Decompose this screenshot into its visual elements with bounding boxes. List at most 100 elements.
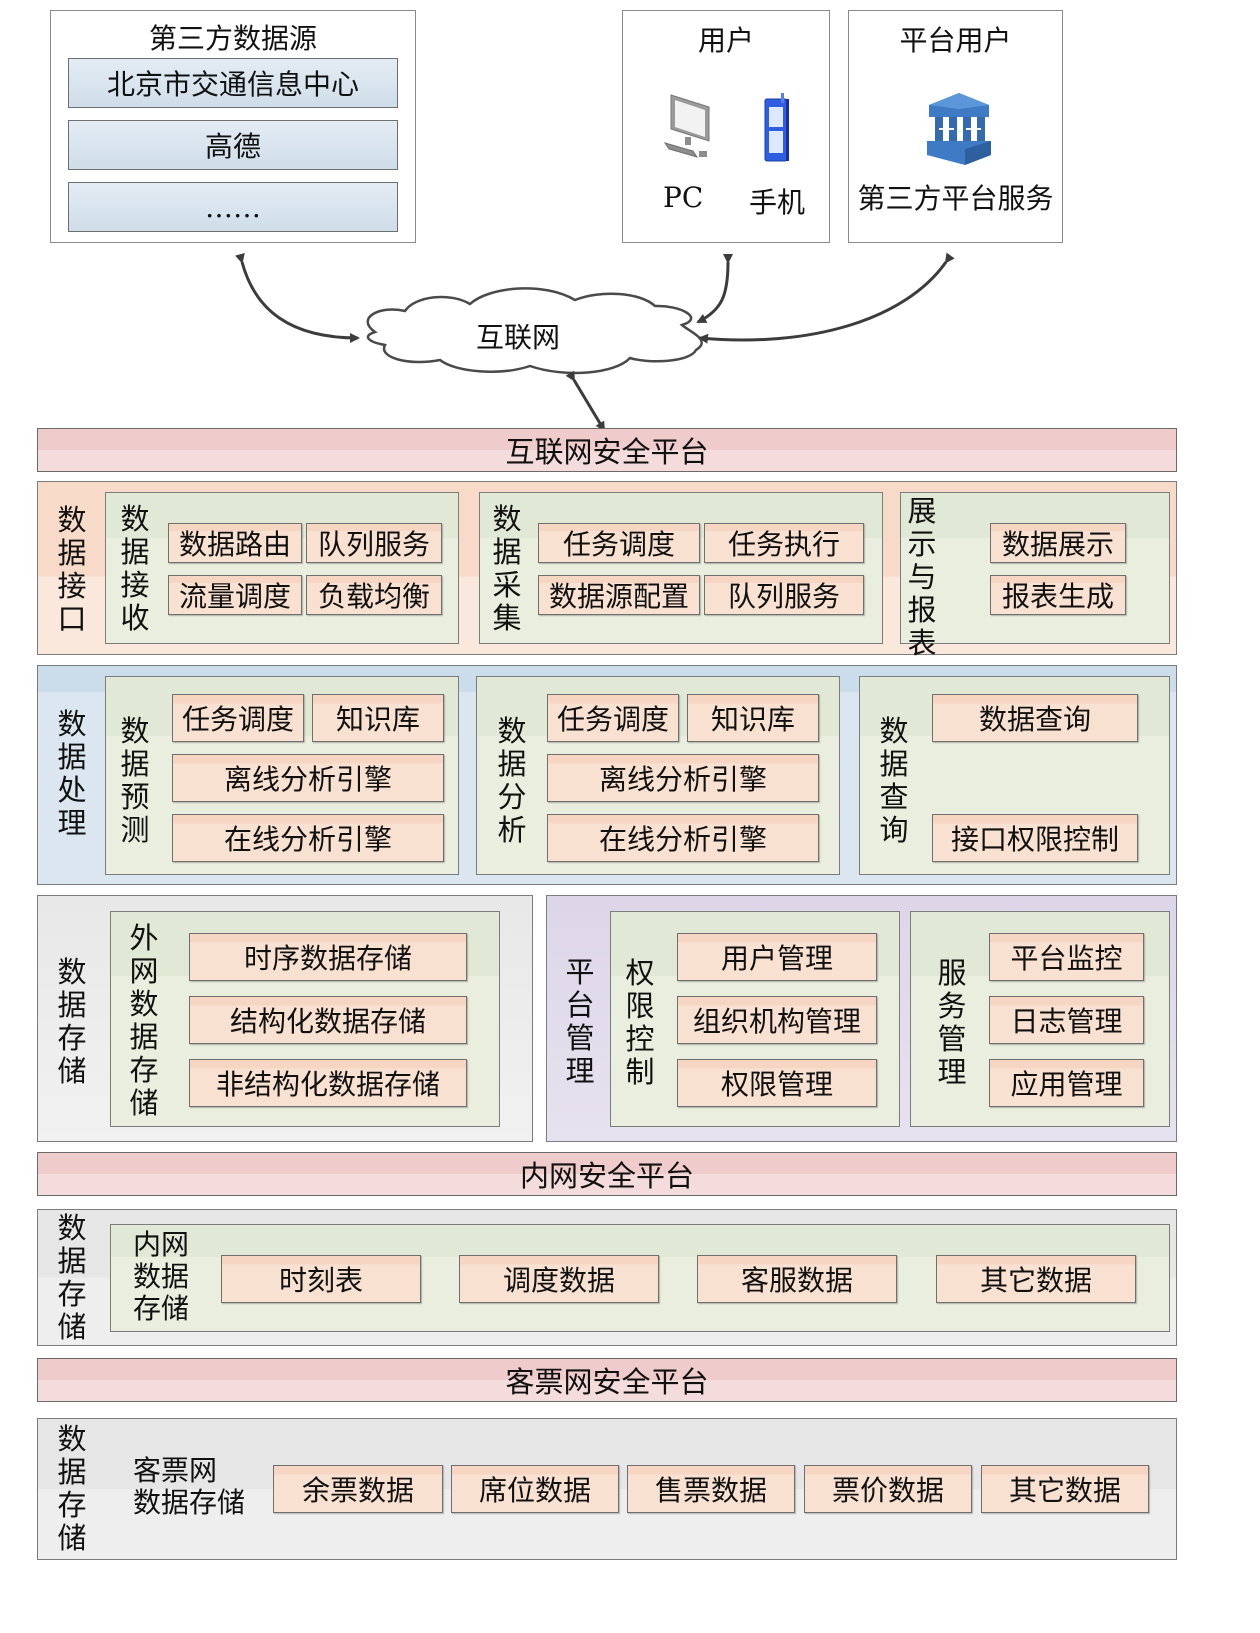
service-management-label: 服务管理 bbox=[937, 956, 967, 1089]
users-group: 用户 PC 手机 bbox=[622, 10, 830, 243]
data-receive-panel: 数据接收 数据路由 队列服务 流量调度 负载均衡 bbox=[105, 492, 459, 644]
internet-security-platform-label: 互联网安全平台 bbox=[505, 435, 709, 469]
module-ticket-sales-data[interactable]: 售票数据 bbox=[627, 1465, 795, 1513]
third-party-sources-title: 第三方数据源 bbox=[148, 22, 317, 55]
cloud-shape bbox=[366, 287, 703, 375]
source-item-beijing-traffic[interactable]: 北京市交通信息中心 bbox=[68, 58, 398, 108]
external-network-storage-label: 外网数据存储 bbox=[129, 921, 159, 1120]
data-receive-label: 数据接收 bbox=[120, 502, 150, 635]
module-queue-service-2[interactable]: 队列服务 bbox=[704, 575, 864, 615]
module-datasource-config[interactable]: 数据源配置 bbox=[538, 575, 700, 615]
module-unstructured-storage[interactable]: 非结构化数据存储 bbox=[189, 1059, 467, 1107]
module-seat-data[interactable]: 席位数据 bbox=[451, 1465, 619, 1513]
module-fare-data[interactable]: 票价数据 bbox=[804, 1465, 972, 1513]
external-data-storage-layer: 数据存储 外网数据存储 时序数据存储 结构化数据存储 非结构化数据存储 bbox=[37, 895, 533, 1142]
intranet-data-storage-layer: 数据存储 内网 数据 存储 时刻表 调度数据 客服数据 其它数据 bbox=[37, 1209, 1177, 1346]
module-data-display[interactable]: 数据展示 bbox=[990, 523, 1126, 563]
device-label-mobile: 手机 bbox=[749, 186, 806, 219]
internet-cloud-label: 互联网 bbox=[476, 321, 561, 354]
data-collect-panel: 数据采集 任务调度 任务执行 数据源配置 队列服务 bbox=[479, 492, 883, 644]
external-data-storage-label: 数据存储 bbox=[57, 955, 87, 1088]
access-control-panel: 权限控制 用户管理 组织机构管理 权限管理 bbox=[610, 911, 900, 1127]
module-user-management[interactable]: 用户管理 bbox=[677, 933, 877, 981]
module-task-scheduling-predict[interactable]: 任务调度 bbox=[172, 694, 304, 742]
intranet-storage-panel: 内网 数据 存储 时刻表 调度数据 客服数据 其它数据 bbox=[110, 1224, 1170, 1332]
ticket-security-platform-label: 客票网安全平台 bbox=[505, 1365, 709, 1399]
data-query-panel: 数据查询 数据查询 接口权限控制 bbox=[859, 676, 1170, 875]
module-timetable[interactable]: 时刻表 bbox=[221, 1255, 421, 1303]
intranet-security-platform-band: 内网安全平台 bbox=[37, 1152, 1177, 1196]
module-traffic-scheduling[interactable]: 流量调度 bbox=[168, 575, 302, 615]
display-report-panel: 展示与报表 数据展示 报表生成 bbox=[900, 492, 1170, 660]
mobile-phone-icon bbox=[761, 93, 791, 163]
module-task-execution[interactable]: 任务执行 bbox=[704, 523, 864, 563]
module-org-management[interactable]: 组织机构管理 bbox=[677, 996, 877, 1044]
module-load-balancing[interactable]: 负载均衡 bbox=[306, 575, 442, 615]
intranet-data-storage-label: 数据存储 bbox=[57, 1211, 87, 1344]
module-online-engine-predict[interactable]: 在线分析引擎 bbox=[172, 814, 444, 862]
ticket-storage-panel-label: 客票网 数据存储 bbox=[133, 1454, 246, 1519]
access-control-label: 权限控制 bbox=[625, 956, 655, 1089]
module-offline-engine-predict[interactable]: 离线分析引擎 bbox=[172, 754, 444, 802]
module-dispatch-data[interactable]: 调度数据 bbox=[459, 1255, 659, 1303]
platform-management-label: 平台管理 bbox=[565, 955, 595, 1088]
device-label-pc: PC bbox=[663, 181, 704, 214]
intranet-storage-panel-label: 内网 数据 存储 bbox=[133, 1228, 190, 1325]
internet-cloud[interactable] bbox=[366, 287, 703, 375]
module-data-routing[interactable]: 数据路由 bbox=[168, 523, 302, 563]
module-report-generation[interactable]: 报表生成 bbox=[990, 575, 1126, 615]
module-timeseries-storage[interactable]: 时序数据存储 bbox=[189, 933, 467, 981]
module-log-management[interactable]: 日志管理 bbox=[989, 996, 1144, 1044]
source-item-more[interactable]: …… bbox=[68, 182, 398, 232]
module-app-management[interactable]: 应用管理 bbox=[989, 1059, 1144, 1107]
module-data-query[interactable]: 数据查询 bbox=[932, 694, 1138, 742]
module-queue-service[interactable]: 队列服务 bbox=[306, 523, 442, 563]
module-other-data-intranet[interactable]: 其它数据 bbox=[936, 1255, 1136, 1303]
data-interface-label: 数据接口 bbox=[57, 503, 87, 636]
source-item-amap[interactable]: 高德 bbox=[68, 120, 398, 170]
arrow-sources-to-cloud bbox=[235, 252, 360, 343]
module-structured-storage[interactable]: 结构化数据存储 bbox=[189, 996, 467, 1044]
module-knowledge-base-predict[interactable]: 知识库 bbox=[312, 694, 444, 742]
module-knowledge-base-analysis[interactable]: 知识库 bbox=[687, 694, 819, 742]
module-other-data-ticket[interactable]: 其它数据 bbox=[981, 1465, 1149, 1513]
module-interface-access-control[interactable]: 接口权限控制 bbox=[932, 814, 1138, 862]
display-report-label: 展示与报表 bbox=[907, 494, 937, 660]
data-processing-layer: 数据处理 数据预测 任务调度 知识库 离线分析引擎 在线分析引擎 数据分析 任务… bbox=[37, 665, 1177, 885]
data-query-label: 数据查询 bbox=[879, 714, 909, 847]
module-platform-monitoring[interactable]: 平台监控 bbox=[989, 933, 1144, 981]
arrow-platform-users-to-cloud bbox=[698, 252, 955, 344]
platform-management-layer: 平台管理 权限控制 用户管理 组织机构管理 权限管理 服务管理 平台监控 日志管… bbox=[546, 895, 1177, 1142]
ticket-data-storage-label: 数据存储 bbox=[57, 1422, 87, 1555]
module-offline-engine-analysis[interactable]: 离线分析引擎 bbox=[547, 754, 819, 802]
data-collect-label: 数据采集 bbox=[492, 502, 522, 635]
internet-security-platform-band: 互联网安全平台 bbox=[37, 428, 1177, 472]
module-online-engine-analysis[interactable]: 在线分析引擎 bbox=[547, 814, 819, 862]
third-party-sources-group: 第三方数据源 北京市交通信息中心 高德 …… bbox=[50, 10, 416, 243]
data-analysis-panel: 数据分析 任务调度 知识库 离线分析引擎 在线分析引擎 bbox=[476, 676, 840, 875]
data-predict-panel: 数据预测 任务调度 知识库 离线分析引擎 在线分析引擎 bbox=[105, 676, 459, 875]
module-customer-service-data[interactable]: 客服数据 bbox=[697, 1255, 897, 1303]
data-processing-label: 数据处理 bbox=[57, 707, 87, 840]
module-permission-management[interactable]: 权限管理 bbox=[677, 1059, 877, 1107]
users-title: 用户 bbox=[697, 24, 754, 57]
data-analysis-label: 数据分析 bbox=[497, 714, 527, 847]
external-network-storage-panel: 外网数据存储 时序数据存储 结构化数据存储 非结构化数据存储 bbox=[110, 911, 500, 1127]
ticket-data-storage-layer: 数据存储 客票网 数据存储 余票数据 席位数据 售票数据 票价数据 其它数据 bbox=[37, 1418, 1177, 1560]
module-task-scheduling-analysis[interactable]: 任务调度 bbox=[547, 694, 679, 742]
platform-users-title: 平台用户 bbox=[899, 24, 1012, 57]
network-connections bbox=[235, 252, 955, 432]
module-remaining-tickets[interactable]: 余票数据 bbox=[273, 1465, 443, 1513]
ticket-security-platform-band: 客票网安全平台 bbox=[37, 1358, 1177, 1402]
service-management-panel: 服务管理 平台监控 日志管理 应用管理 bbox=[910, 911, 1170, 1127]
arrow-users-to-cloud bbox=[696, 253, 734, 324]
intranet-security-platform-label: 内网安全平台 bbox=[519, 1159, 694, 1193]
data-predict-label: 数据预测 bbox=[120, 714, 150, 847]
arrow-cloud-to-security bbox=[565, 370, 606, 432]
platform-users-group: 平台用户 第三方平台服务 bbox=[848, 10, 1063, 243]
platform-service-icon bbox=[925, 91, 993, 167]
platform-service-label: 第三方平台服务 bbox=[857, 182, 1054, 215]
desktop-computer-icon bbox=[663, 93, 713, 159]
data-interface-layer: 数据接口 数据接收 数据路由 队列服务 流量调度 负载均衡 数据采集 任务调度 … bbox=[37, 481, 1177, 660]
module-task-scheduling[interactable]: 任务调度 bbox=[538, 523, 700, 563]
